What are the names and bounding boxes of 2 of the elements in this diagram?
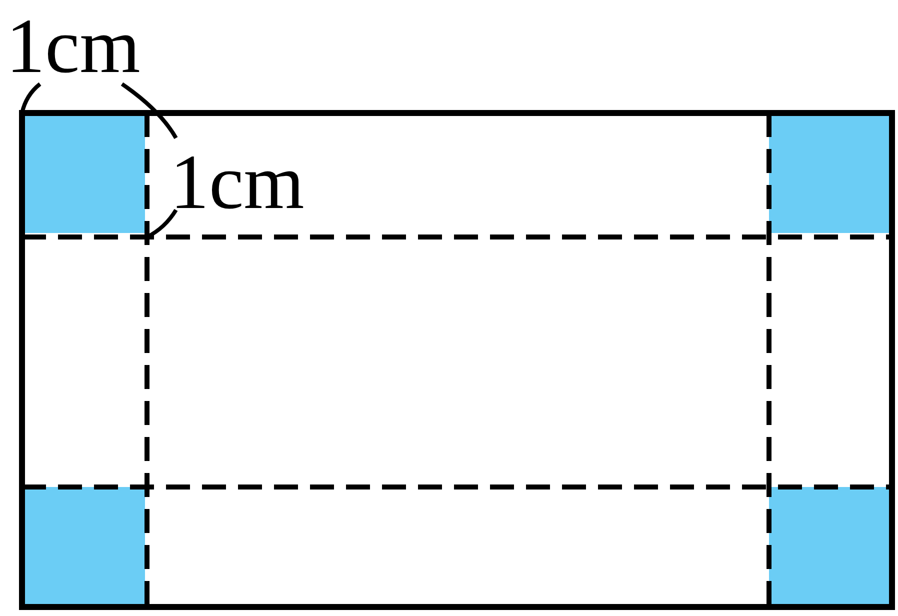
dimension-label: 1cm bbox=[170, 140, 304, 224]
dimension-label: 1cm bbox=[6, 4, 140, 88]
